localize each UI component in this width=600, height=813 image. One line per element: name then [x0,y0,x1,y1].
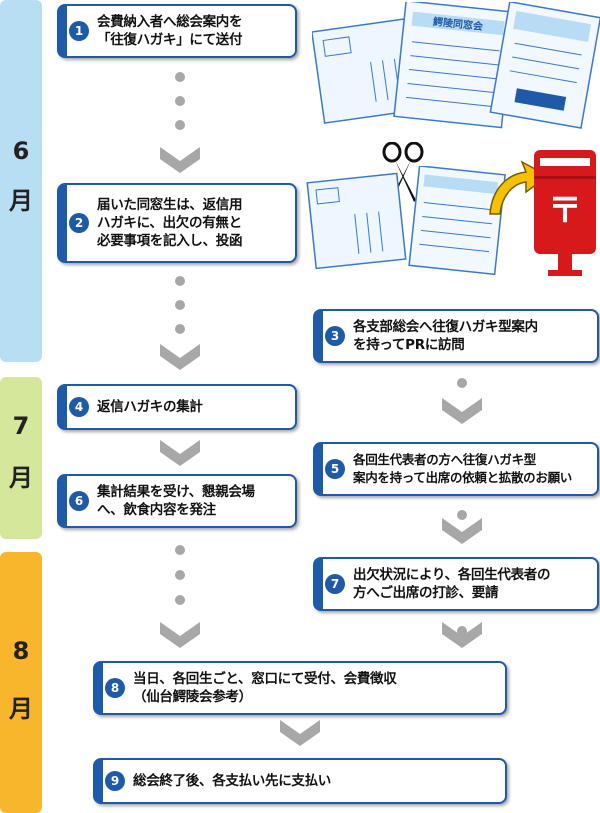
month-band-july: 7 月 [0,377,42,539]
step-text: 総会終了後、各支払い先に支払い [133,773,331,789]
chevron-down-icon [442,398,482,424]
step-1: 1 会費納入者へ総会案内を 「往復ハガキ」にて送付 [57,4,297,58]
month-label-june-number: 6 [12,137,30,165]
step-number: 3 [325,326,345,346]
connector-dot [175,72,185,82]
connector-dot [175,595,185,605]
postbox-icon: 〒 [534,150,596,276]
step-8: 8 当日、各回生ごと、窓口にて受付、会費徴収 （仙台鰐陵会参考） [93,661,507,715]
postcard-set-illustration: 鰐陵同窓会 [312,2,600,129]
chevron-down-icon [160,147,200,173]
step-text: 届いた同窓生は、返信用 ハガキに、出欠の有無と 必要事項を記入し、投函 [97,197,243,249]
month-band-august: 8 月 [0,552,42,813]
step-number: 8 [105,678,125,698]
step-9: 9 総会終了後、各支払い先に支払い [93,758,507,804]
chevron-down-icon [442,518,482,544]
chevron-down-icon [160,344,200,370]
chevron-down-icon [280,720,320,746]
chevron-down-icon [160,440,200,466]
step-number: 1 [69,21,89,41]
month-label-august-kanji: 月 [9,695,33,723]
step-4: 4 返信ハガキの集計 [57,384,297,430]
connector-dot [175,570,185,580]
chevron-down-icon [160,622,200,648]
connector-dot [457,626,467,636]
connector-dot [175,324,185,334]
connector-dot [175,120,185,130]
month-label-august-number: 8 [12,637,30,665]
chevron-down-icon [442,622,482,648]
month-label-july-kanji: 月 [9,464,33,492]
step-number: 5 [325,459,345,479]
step-6: 6 集計結果を受け、懇親会場 へ、飲食内容を発注 [57,474,297,528]
step-text: 各支部総会へ往復ハガキ型案内 を持ってPRに訪問 [353,319,538,353]
step-text: 各回生代表者の方へ往復ハガキ型 案内を持って出席の依頼と拡散のお願い [353,452,572,485]
step-text: 会費納入者へ総会案内を 「往復ハガキ」にて送付 [97,14,243,48]
postbox-mark: 〒 [548,191,582,231]
step-3: 3 各支部総会へ往復ハガキ型案内 を持ってPRに訪問 [313,309,599,363]
step-5: 5 各回生代表者の方へ往復ハガキ型 案内を持って出席の依頼と拡散のお願い [313,442,599,496]
step-text: 出欠状況により、各回生代表者の 方へご出席の打診、要請 [353,567,551,601]
step-text: 集計結果を受け、懇親会場 へ、飲食内容を発注 [97,484,255,518]
connector-dot [175,545,185,555]
step-text: 返信ハガキの集計 [97,399,203,415]
step-number: 9 [105,771,125,791]
step-text: 当日、各回生ごと、窓口にて受付、会費徴収 （仙台鰐陵会参考） [133,671,397,705]
connector-dot [457,378,467,388]
step-number: 2 [69,213,89,233]
connector-dot [457,510,467,520]
connector-dot [175,276,185,286]
step-number: 4 [69,397,89,417]
step-2: 2 届いた同窓生は、返信用 ハガキに、出欠の有無と 必要事項を記入し、投函 [57,183,297,263]
month-band-june: 6 月 [0,0,42,362]
step-7: 7 出欠状況により、各回生代表者の 方へご出席の打診、要請 [313,557,599,611]
step-number: 7 [325,574,345,594]
month-label-june-kanji: 月 [9,187,33,215]
reply-postcard-illustration [306,166,506,276]
connector-dot [175,96,185,106]
connector-dot [175,300,185,310]
month-label-july-number: 7 [12,412,30,440]
step-number: 6 [69,491,89,511]
